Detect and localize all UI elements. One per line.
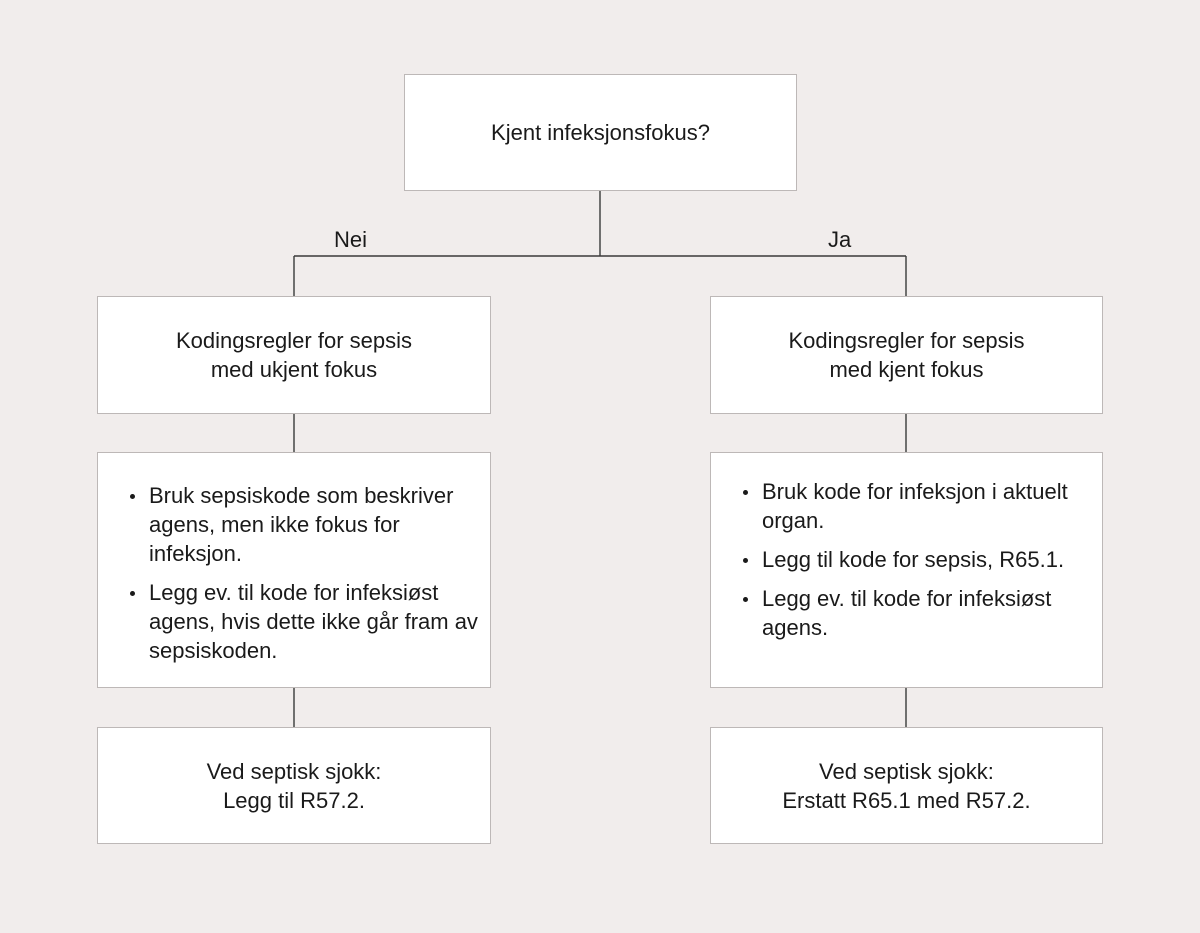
- known-focus-instructions-box: Bruk kode for infeksjon i aktuelt organ.…: [710, 452, 1103, 688]
- septic-shock-line: Ved septisk sjokk:: [206, 758, 382, 784]
- question-text: Kjent infeksjonsfokus?: [491, 120, 710, 145]
- unknown-focus-rules-line: med ukjent fokus: [210, 357, 378, 382]
- unknown-focus-rules-line: Kodingsregler for sepsis: [175, 328, 412, 353]
- list-item: Legg ev. til kode for infeksiøst agens, …: [128, 578, 483, 665]
- septic-shock-line: Erstatt R65.1 med R57.2.: [782, 787, 1031, 813]
- list-item: Legg til kode for sepsis, R65.1.: [741, 545, 1091, 574]
- question-box: Kjent infeksjonsfokus?: [404, 74, 797, 191]
- known-focus-rules-line: Kodingsregler for sepsis: [788, 328, 1025, 353]
- known-focus-septic-shock-box: Ved septisk sjokk: Erstatt R65.1 med R57…: [710, 727, 1103, 844]
- unknown-focus-instructions-list: Bruk sepsiskode som beskriver agens, men…: [128, 481, 483, 675]
- known-focus-instructions-list: Bruk kode for infeksjon i aktuelt organ.…: [741, 477, 1091, 652]
- list-item: Legg ev. til kode for infeksiøst agens.: [741, 584, 1091, 642]
- list-item: Bruk kode for infeksjon i aktuelt organ.: [741, 477, 1091, 535]
- known-focus-rules-line: med kjent fokus: [829, 357, 984, 382]
- list-item: Bruk sepsiskode som beskriver agens, men…: [128, 481, 483, 568]
- septic-shock-line: Legg til R57.2.: [223, 787, 365, 813]
- branch-label-no: Nei: [334, 227, 368, 252]
- septic-shock-line: Ved septisk sjokk:: [819, 758, 994, 784]
- branch-label-yes: Ja: [828, 227, 852, 252]
- unknown-focus-rules-box: Kodingsregler for sepsis med ukjent foku…: [97, 296, 491, 414]
- unknown-focus-instructions-box: Bruk sepsiskode som beskriver agens, men…: [97, 452, 491, 688]
- known-focus-rules-box: Kodingsregler for sepsis med kjent fokus: [710, 296, 1103, 414]
- unknown-focus-septic-shock-box: Ved septisk sjokk: Legg til R57.2.: [97, 727, 491, 844]
